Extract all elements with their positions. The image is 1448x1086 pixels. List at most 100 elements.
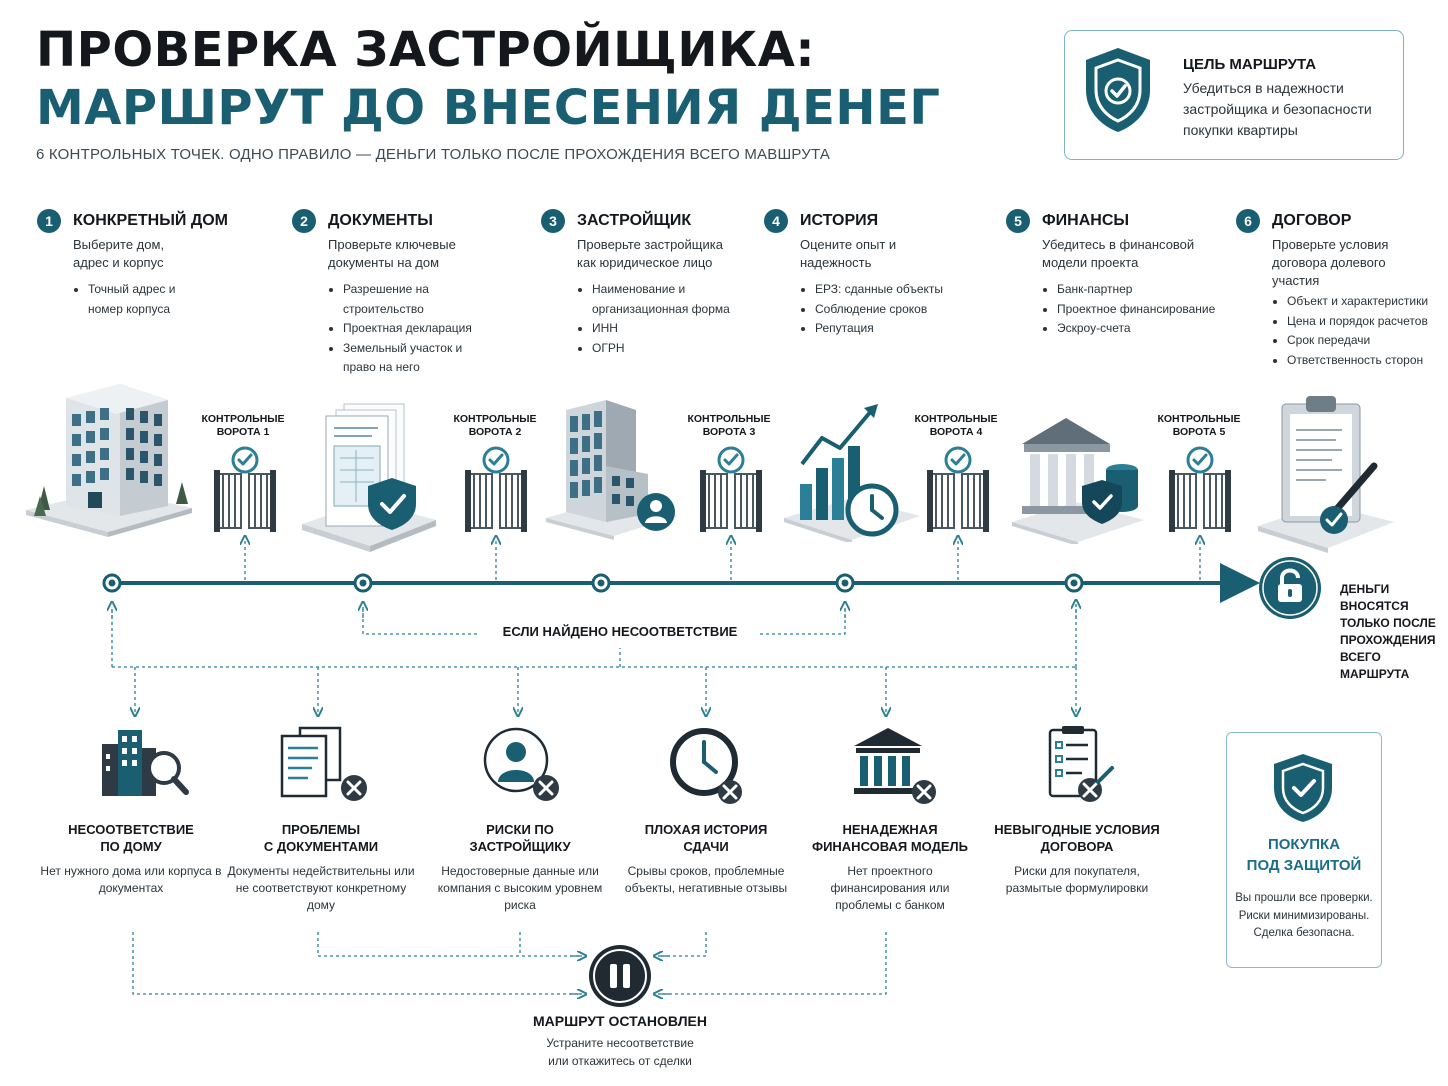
- step-item: ОГРН: [592, 339, 762, 359]
- building-icon: [26, 384, 192, 537]
- risk-4-description: Срывы сроков, проблемные объекты, негати…: [624, 864, 788, 895]
- protected-title-line: ПОД ЗАЩИТОЙ: [1246, 857, 1362, 874]
- risk-title-line: С ДОКУМЕНТАМИ: [263, 839, 379, 854]
- shield-check-icon: [1086, 48, 1150, 132]
- clock-x-icon: [670, 728, 742, 804]
- documents-x-icon: [280, 726, 367, 801]
- step-title: ЗАСТРОЙЩИК: [577, 212, 692, 229]
- money-text-line: ДЕНЬГИ: [1340, 582, 1390, 596]
- money-text-line: ВСЕГО МАРШРУТА: [1340, 650, 1410, 681]
- risk-title-line: ПЛОХАЯ ИСТОРИЯ: [644, 822, 768, 837]
- mismatch-label: ЕСЛИ НАЙДЕНО НЕСООТВЕТСТВИЕ: [480, 624, 760, 639]
- shield-check-outline-icon: [1274, 754, 1332, 822]
- gate-label-line2: ВОРОТА 1: [216, 426, 270, 438]
- step-title: ИСТОРИЯ: [800, 212, 879, 229]
- money-text-line: ТОЛЬКО ПОСЛЕ: [1340, 616, 1436, 630]
- gate-label-line1: КОНТРОЛЬНЫЕ: [914, 413, 998, 425]
- lock-icon: [1259, 557, 1321, 619]
- step-description: Убедитесь в финансовой модели проекта: [1042, 237, 1195, 270]
- risk-title-line: НЕВЫГОДНЫЕ УСЛОВИЯ: [994, 822, 1160, 837]
- gate-label-line1: КОНТРОЛЬНЫЕ: [453, 413, 537, 425]
- risk-title-line: ЗАСТРОЙЩИКУ: [469, 839, 571, 854]
- step-item: ИНН: [592, 319, 762, 339]
- step-item: Репутация: [815, 319, 985, 339]
- step-item: Точный адрес и номер корпуса: [88, 280, 208, 319]
- step-item: Объект и характеристики: [1287, 292, 1447, 312]
- risk-4-title: ПЛОХАЯ ИСТОРИЯ СДАЧИ: [611, 821, 801, 855]
- gate-1-label: КОНТРОЛЬНЫЕ ВОРОТА 1: [198, 413, 288, 439]
- step-title: ДОГОВОР: [1272, 212, 1352, 229]
- gate-label-line1: КОНТРОЛЬНЫЕ: [1157, 413, 1241, 425]
- step-item: Наименование и организационная форма: [592, 280, 762, 319]
- protected-desc-line: Сделка безопасна.: [1253, 927, 1355, 939]
- protected-desc-line: Риски минимизированы.: [1238, 909, 1370, 922]
- step-item: Банк-партнер: [1057, 280, 1237, 300]
- step-number: 1: [37, 209, 61, 233]
- goal-title: ЦЕЛЬ МАРШРУТА: [1183, 56, 1317, 73]
- step-title: КОНКРЕТНЫЙ ДОМ: [73, 212, 228, 229]
- gate-3-label: КОНТРОЛЬНЫЕ ВОРОТА 3: [684, 413, 774, 439]
- protected-title: ПОКУПКА ПОД ЗАЩИТОЙ: [1226, 834, 1382, 876]
- clipboard-contract-icon: [1258, 396, 1394, 553]
- risk-1-description: Нет нужного дома или корпуса в документа…: [40, 864, 222, 895]
- risk-title-line: РИСКИ ПО: [486, 822, 554, 837]
- risk-title-line: ПРОБЛЕМЫ: [281, 822, 361, 837]
- page-subtitle: 6 КОНТРОЛЬНЫХ ТОЧЕК. ОДНО ПРАВИЛО — ДЕНЬ…: [36, 146, 831, 163]
- risk-3-description: Недостоверные данные или компания с высо…: [437, 864, 603, 912]
- step-item: Проектная декларация: [343, 319, 493, 339]
- step-item: Проектное финансирование: [1057, 300, 1237, 320]
- risk-title-line: ФИНАНСОВАЯ МОДЕЛЬ: [811, 839, 969, 854]
- step-description: Проверьте условия договора долевого учас…: [1272, 237, 1389, 288]
- protected-desc-line: Вы прошли все проверки.: [1235, 892, 1373, 904]
- step-item: Цена и порядок расчетов: [1287, 312, 1447, 332]
- route-stopped-title: МАРШРУТ ОСТАНОВЛЕН: [533, 1013, 707, 1029]
- gate-label-line2: ВОРОТА 3: [702, 426, 756, 438]
- protected-purchase-box: [1226, 732, 1382, 968]
- step-description: Проверьте ключевые документы на дом: [328, 237, 456, 270]
- step-item: Срок передачи: [1287, 331, 1447, 351]
- step-description: Выберите дом, адрес и корпус: [73, 237, 165, 270]
- gate-label-line2: ВОРОТА 2: [468, 426, 522, 438]
- gate-label-line1: КОНТРОЛЬНЫЕ: [687, 413, 771, 425]
- step-number: 3: [541, 209, 565, 233]
- step-description: Оцените опыт и надежность: [800, 237, 897, 270]
- protected-title-line: ПОКУПКА: [1267, 836, 1341, 853]
- route-stopped-description: Устраните несоответствие или откажитесь …: [470, 1034, 770, 1070]
- risk-title-line: СДАЧИ: [683, 839, 729, 854]
- step-number: 2: [292, 209, 316, 233]
- pause-icon: [589, 945, 651, 1007]
- step-description: Проверьте застройщика как юридическое ли…: [577, 237, 723, 270]
- risk-6-description: Риски для покупателя, размытые формулиро…: [1005, 864, 1149, 895]
- step-number: 6: [1236, 209, 1260, 233]
- money-text-line: ПРОХОЖДЕНИЯ: [1340, 633, 1436, 647]
- page-title-line1: ПРОВЕРКА ЗАСТРОЙЩИКА:: [36, 22, 816, 78]
- growth-chart-clock-icon: [784, 404, 920, 542]
- step-item: Эскроу-счета: [1057, 319, 1237, 339]
- gate-5-icon: [1169, 446, 1231, 532]
- money-text-line: ВНОСЯТСЯ: [1340, 599, 1409, 613]
- protected-description: Вы прошли все проверки. Риски минимизиро…: [1226, 890, 1382, 943]
- gate-5-label: КОНТРОЛЬНЫЕ ВОРОТА 5: [1154, 413, 1244, 439]
- risk-5-description: Нет проектного финансирования или пробле…: [830, 864, 950, 912]
- bank-x-icon: [854, 728, 936, 804]
- stop-desc-line: Устраните несоответствие: [546, 1036, 694, 1050]
- step-item: Земельный участок и право на него: [343, 339, 493, 378]
- money-after-route-text: ДЕНЬГИ ВНОСЯТСЯ ТОЛЬКО ПОСЛЕ ПРОХОЖДЕНИЯ…: [1340, 581, 1448, 683]
- risk-3-title: РИСКИ ПО ЗАСТРОЙЩИКУ: [425, 821, 615, 855]
- step-number: 5: [1006, 209, 1030, 233]
- gate-2-icon: [465, 446, 527, 532]
- risk-1-title: НЕСООТВЕТСТВИЕ ПО ДОМУ: [36, 821, 226, 855]
- risk-2-title: ПРОБЛЕМЫ С ДОКУМЕНТАМИ: [226, 821, 416, 855]
- building-search-icon: [102, 730, 189, 796]
- risk-2-description: Документы недействительны или не соответ…: [227, 864, 415, 912]
- goal-box: [1064, 30, 1404, 160]
- page-title-line2: МАРШРУТ ДО ВНЕСЕНИЯ ДЕНЕГ: [36, 80, 941, 136]
- gate-4-icon: [927, 446, 989, 532]
- person-x-icon: [483, 727, 559, 801]
- documents-shield-icon: [302, 403, 436, 552]
- checklist-x-icon: [1048, 726, 1114, 802]
- risk-title-line: НЕСООТВЕТСТВИЕ: [68, 822, 194, 837]
- risk-5-title: НЕНАДЕЖНАЯ ФИНАНСОВАЯ МОДЕЛЬ: [795, 821, 985, 855]
- gate-4-label: КОНТРОЛЬНЫЕ ВОРОТА 4: [911, 413, 1001, 439]
